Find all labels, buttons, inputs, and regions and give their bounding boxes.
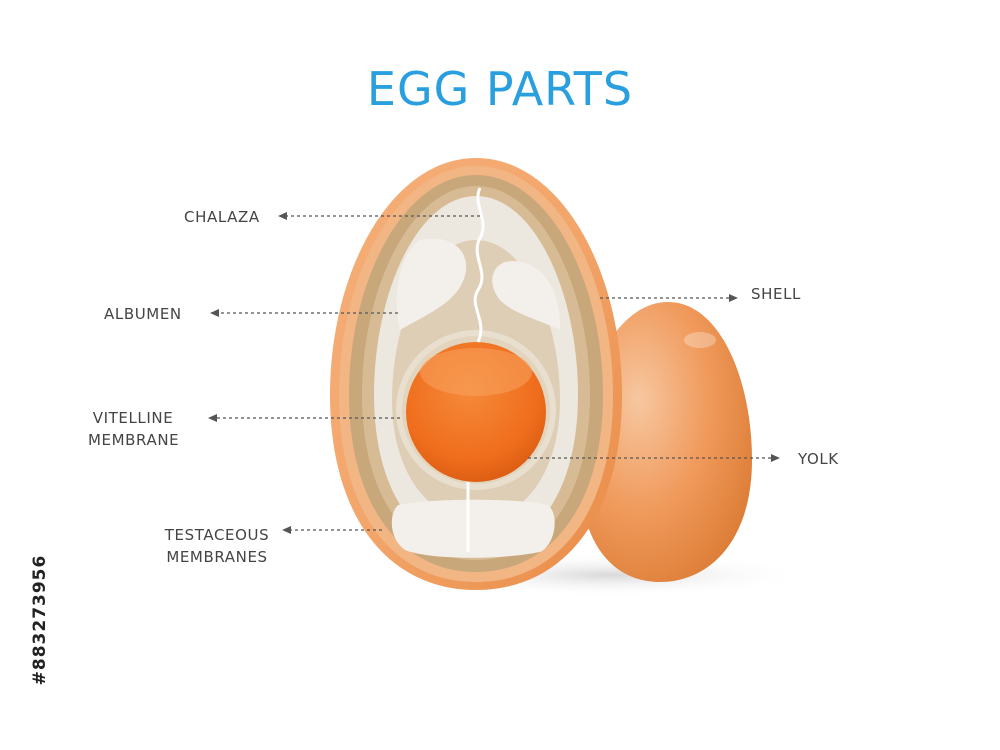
albumen-crescent-right (492, 261, 561, 330)
arrowheads (208, 212, 780, 534)
albumen-lower-band (391, 499, 555, 558)
label-vitelline-line2: MEMBRANE (88, 431, 180, 449)
label-yolk: YOLK (798, 450, 839, 468)
arrow-albumen (210, 309, 219, 317)
label-shell: SHELL (751, 285, 801, 303)
albumen-crescent-left (396, 238, 467, 330)
label-testaceous-line2: MEMBRANES (166, 548, 268, 566)
leader-lines (216, 215, 772, 531)
egg-cross-section (330, 158, 622, 590)
label-albumen: ALBUMEN (104, 305, 182, 323)
arrow-shell (729, 294, 738, 302)
diagram-title: EGG PARTS (366, 62, 634, 116)
label-chalaza: CHALAZA (184, 208, 260, 226)
arrow-yolk (771, 454, 780, 462)
arrow-vitelline (208, 414, 217, 422)
arrow-testaceous (282, 526, 291, 534)
stock-id: #883273956 (30, 554, 50, 686)
yolk-highlight (420, 348, 532, 396)
label-testaceous-membranes: TESTACEOUS MEMBRANES (158, 524, 276, 568)
whole-egg (578, 302, 752, 582)
label-vitelline-line1: VITELLINE (92, 409, 174, 427)
label-vitelline-membrane: VITELLINE MEMBRANE (88, 407, 180, 451)
arrow-chalaza (278, 212, 287, 220)
chalaza-cord-top (473, 187, 485, 343)
label-testaceous-line1: TESTACEOUS (164, 526, 270, 544)
